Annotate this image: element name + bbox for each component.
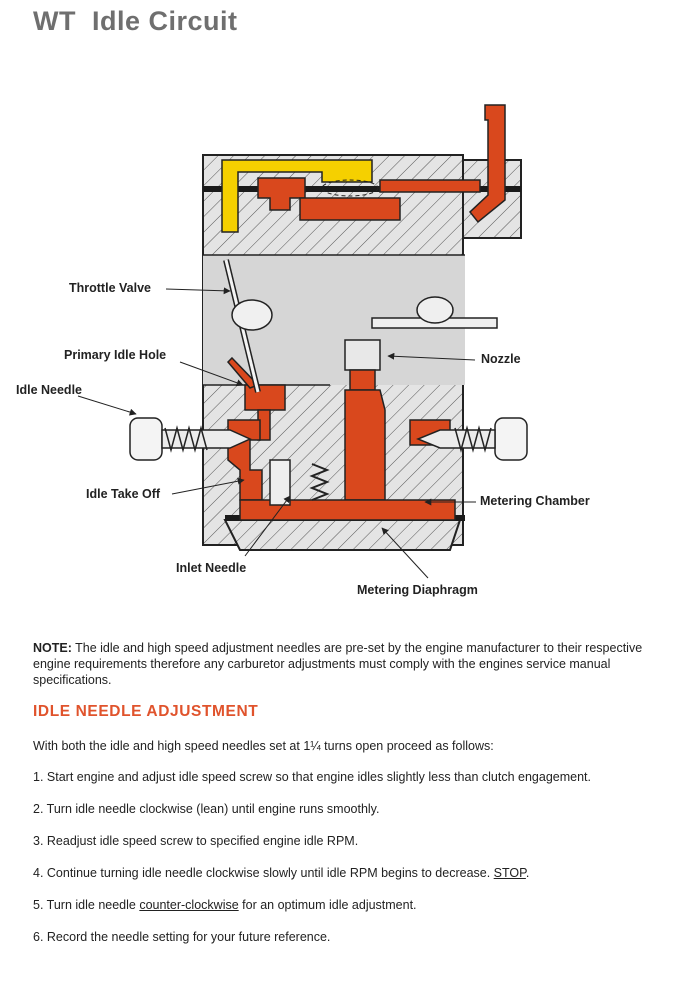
step-item: 6. Record the needle setting for your fu…: [33, 928, 653, 960]
step-item: 4. Continue turning idle needle clockwis…: [33, 864, 653, 896]
label-primary-idle-hole: Primary Idle Hole: [64, 348, 166, 362]
step-2-text: 2. Turn idle needle clockwise (lean) unt…: [33, 802, 380, 816]
label-metering-chamber: Metering Chamber: [480, 494, 590, 508]
intro-text: With both the idle and high speed needle…: [33, 739, 494, 753]
step-item: 1. Start engine and adjust idle speed sc…: [33, 768, 653, 800]
note-text: The idle and high speed adjustment needl…: [33, 641, 643, 687]
note-paragraph: NOTE: The idle and high speed adjustment…: [33, 640, 643, 688]
callout-lines: [77, 287, 476, 579]
step-5-text: 5. Turn idle needle: [33, 898, 140, 912]
label-idle-take-off: Idle Take Off: [86, 487, 161, 501]
idle-circuit-diagram: Throttle Valve Primary Idle Hole Idle Ne…: [16, 104, 590, 597]
step-5-end: for an optimum idle adjustment.: [238, 898, 417, 912]
step-item: 3. Readjust idle speed screw to specifie…: [33, 832, 653, 864]
stop-word: STOP: [493, 866, 526, 880]
label-throttle-valve: Throttle Valve: [69, 281, 151, 295]
step-4-end: .: [525, 866, 530, 880]
step-1-text: 1. Start engine and adjust idle speed sc…: [33, 770, 591, 784]
section-heading: IDLE NEEDLE ADJUSTMENT: [33, 703, 259, 720]
label-metering-diaphragm: Metering Diaphragm: [357, 583, 478, 597]
label-idle-needle: Idle Needle: [16, 383, 82, 397]
choke-screw: [371, 296, 498, 329]
step-4-text: 4. Continue turning idle needle clockwis…: [33, 866, 494, 880]
step-item: 2. Turn idle needle clockwise (lean) unt…: [33, 800, 653, 832]
throttle-valve: [223, 259, 273, 393]
idle-needle: [129, 417, 252, 461]
step-3-text: 3. Readjust idle speed screw to specifie…: [33, 834, 359, 848]
inlet-spring: [309, 463, 330, 501]
label-inlet-needle: Inlet Needle: [176, 561, 246, 575]
adjustment-steps: 1. Start engine and adjust idle speed sc…: [33, 768, 653, 960]
step-6-text: 6. Record the needle setting for your fu…: [33, 930, 331, 944]
high-speed-needle: [416, 417, 528, 461]
page-title: WT Idle Circuit: [33, 6, 238, 36]
label-nozzle: Nozzle: [481, 352, 521, 366]
pulse-passage: [221, 159, 373, 233]
counter-clockwise-word: counter-clockwise: [139, 898, 239, 912]
step-item: 5. Turn idle needle counter-clockwise fo…: [33, 896, 653, 928]
note-lead: NOTE:: [33, 641, 72, 655]
